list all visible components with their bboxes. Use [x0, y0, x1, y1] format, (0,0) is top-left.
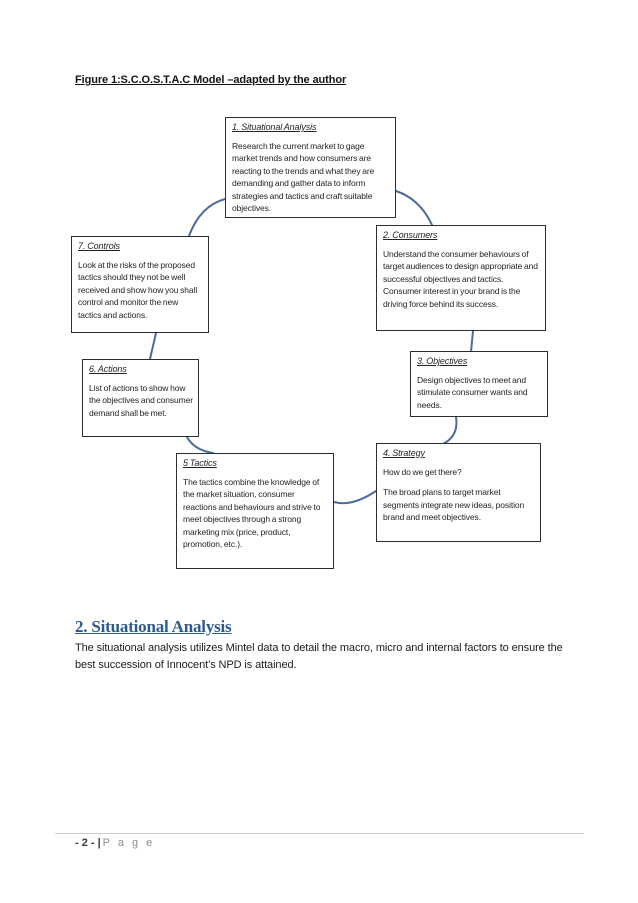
diagram-box-actions: 6. Actions List of actions to show how t… — [82, 359, 199, 437]
box-title: 6. Actions — [89, 364, 127, 374]
connector-actions-tactics — [186, 436, 214, 454]
connector-controls-situational — [188, 198, 226, 237]
connector-strategy-tactics — [333, 490, 377, 505]
footer-page-number: - 2 - — [75, 837, 95, 849]
section-heading: 2. Situational Analysis — [75, 617, 232, 636]
connector-situational-consumers — [395, 190, 433, 226]
box-body: List of actions to show how the objectiv… — [89, 382, 194, 418]
footer-page-label: P a g e — [102, 837, 155, 849]
box-body: Research the current market to gage mark… — [232, 140, 375, 214]
box-body: Understand the consumer behaviours of ta… — [383, 248, 538, 309]
footer-divider — [55, 833, 584, 834]
box-body: Design objectives to meet and stimulate … — [417, 374, 528, 410]
box-title: 1. Situational Analysis — [232, 122, 317, 132]
box-body: The tactics combine the knowledge of the… — [183, 476, 321, 550]
box-body: Look at the risks of the proposed tactic… — [78, 259, 198, 320]
diagram-box-objectives: 3. Objectives Design objectives to meet … — [410, 351, 548, 417]
box-title: 3. Objectives — [417, 356, 468, 366]
box-body: The broad plans to target market segment… — [383, 487, 525, 522]
page-footer: - 2 -|P a g e — [75, 837, 155, 849]
box-title: 7. Controls — [78, 241, 120, 251]
figure-caption: Figure 1:S.C.O.S.T.A.C Model –adapted by… — [75, 74, 347, 86]
diagram-box-tactics: 5 Tactics The tactics combine the knowle… — [176, 453, 334, 569]
diagram-box-consumers: 2. Consumers Understand the consumer beh… — [376, 225, 546, 331]
box-title: 4. Strategy — [383, 448, 425, 458]
connector-consumers-objectives — [470, 330, 474, 353]
connector-controls-actions — [149, 332, 157, 360]
connector-objectives-strategy — [442, 416, 458, 445]
diagram-box-situational-analysis: 1. Situational Analysis Research the cur… — [225, 117, 396, 218]
section-paragraph: The situational analysis utilizes Mintel… — [75, 642, 563, 671]
diagram-box-strategy: 4. Strategy How do we get there? The bro… — [376, 443, 541, 542]
box-title: 5 Tactics — [183, 458, 217, 468]
box-body: How do we get there? — [383, 466, 462, 477]
box-title: 2. Consumers — [383, 230, 438, 240]
diagram-box-controls: 7. Controls Look at the risks of the pro… — [71, 236, 209, 333]
footer-separator: | — [97, 837, 101, 849]
